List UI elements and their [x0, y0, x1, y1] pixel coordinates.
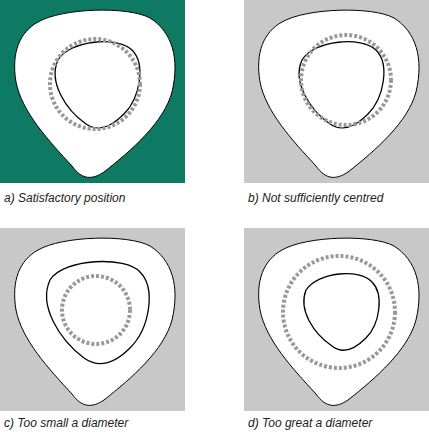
panel-d [244, 228, 429, 411]
panel-caption: b) Not sufficiently centred [248, 191, 383, 205]
panel-caption: a) Satisfactory position [4, 191, 125, 205]
panel-caption: c) Too small a diameter [4, 416, 128, 430]
panel-c [0, 228, 185, 411]
panel-a [0, 0, 185, 183]
panel-b [244, 0, 429, 183]
panel-caption: d) Too great a diameter [248, 416, 372, 430]
